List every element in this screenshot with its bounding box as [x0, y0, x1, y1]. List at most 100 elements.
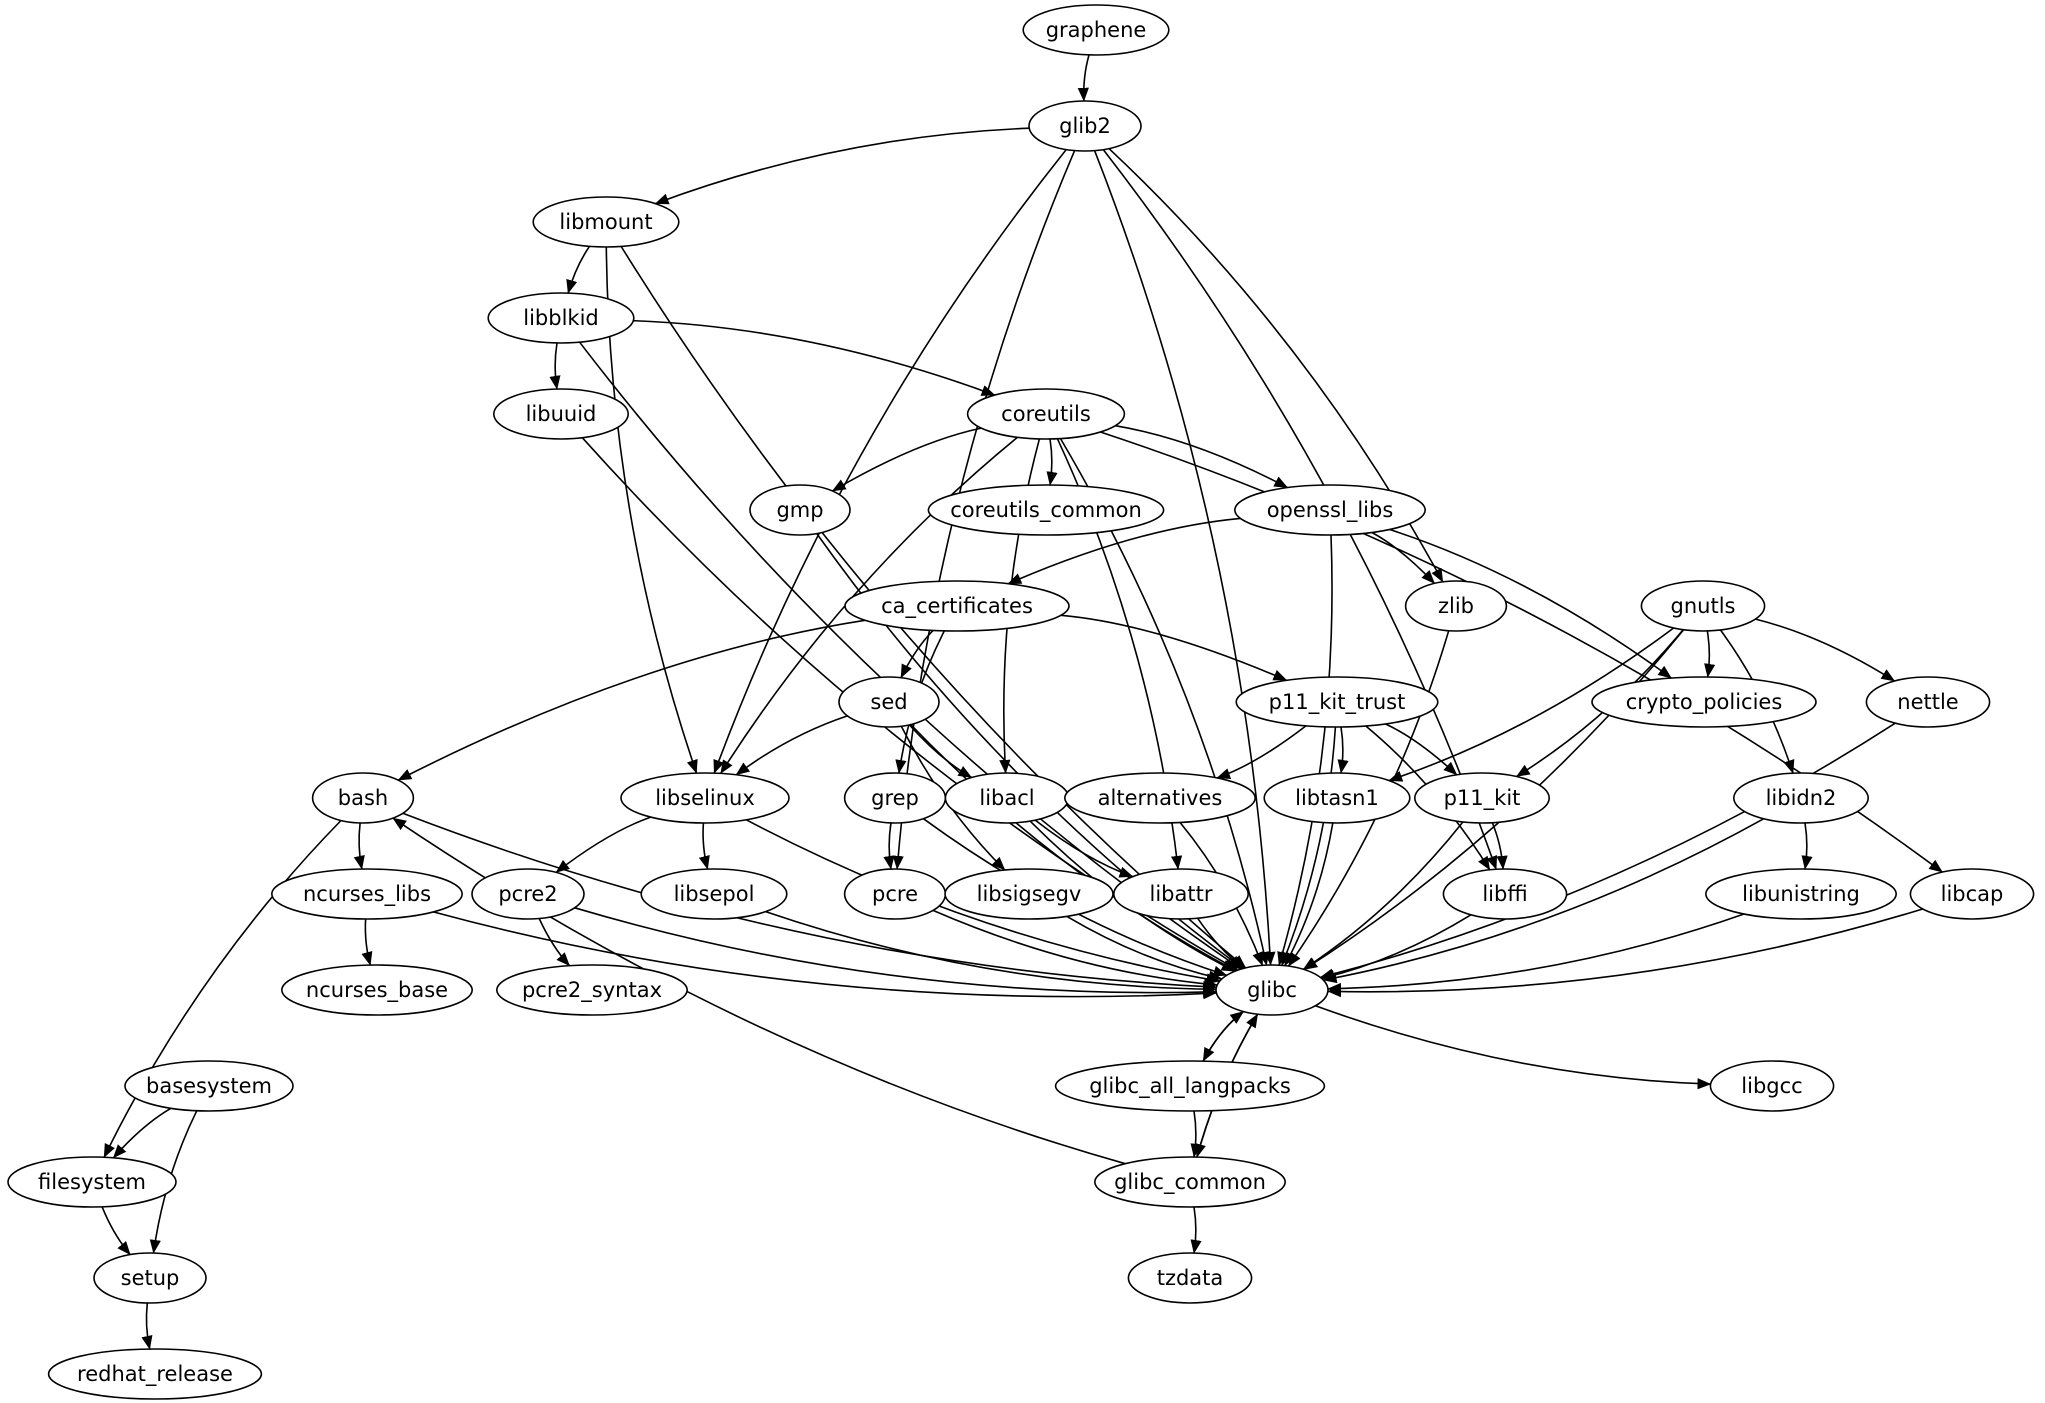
node-label: libuuid — [526, 402, 597, 426]
node-glibc: glibc — [1215, 964, 1329, 1016]
node-ellipse — [1054, 1060, 1326, 1112]
node-libsigsegv: libsigsegv — [944, 868, 1114, 920]
edge-libidn2-libunistring — [1801, 822, 1813, 870]
node-label: libmount — [559, 210, 652, 234]
edge-glibc-glibc_all_langpacks — [1202, 1010, 1244, 1062]
edge-glibc_common-tzdata — [1190, 1206, 1202, 1254]
node-ellipse — [492, 388, 629, 440]
node-label: ca_certificates — [881, 594, 1033, 619]
node-gnutls: gnutls — [1640, 580, 1766, 632]
node-graphene: graphene — [1022, 4, 1170, 56]
node-label: zlib — [1438, 594, 1474, 618]
node-ellipse — [640, 868, 788, 920]
node-label: setup — [121, 1266, 180, 1290]
node-nettle: nettle — [1865, 676, 1991, 728]
node-p11_kit: p11_kit — [1414, 772, 1551, 824]
node-bash: bash — [311, 772, 415, 824]
node-ellipse — [47, 1348, 263, 1400]
node-ellipse — [311, 772, 415, 824]
node-ellipse — [1709, 1060, 1835, 1112]
node-label: libacl — [979, 786, 1034, 810]
edge-openssl_libs-glibc — [1277, 534, 1333, 966]
edge-p11_kit_trust-libtasn1 — [1337, 726, 1349, 774]
node-ellipse — [1705, 868, 1898, 920]
edge-setup-redhat_release — [141, 1302, 153, 1350]
node-libidn2: libidn2 — [1733, 772, 1870, 824]
node-coreutils_common: coreutils_common — [927, 484, 1165, 536]
edge-openssl_libs-crypto_policies — [1389, 528, 1672, 679]
node-glibc_all_langpacks: glibc_all_langpacks — [1054, 1060, 1326, 1112]
edge-sed-libselinux — [735, 715, 848, 776]
node-p11_kit_trust: p11_kit_trust — [1235, 676, 1439, 728]
node-ellipse — [1215, 964, 1329, 1016]
node-label: p11_kit_trust — [1269, 690, 1406, 715]
node-ellipse — [93, 1252, 207, 1304]
node-label: glibc_all_langpacks — [1089, 1074, 1291, 1099]
node-ellipse — [280, 964, 473, 1016]
node-label: libidn2 — [1766, 786, 1837, 810]
node-libuuid: libuuid — [492, 388, 629, 440]
node-sed: sed — [838, 676, 940, 728]
edge-p11_kit_trust-alternatives — [1216, 725, 1307, 779]
node-zlib: zlib — [1404, 580, 1508, 632]
edge-pcre2-pcre2_syntax — [538, 918, 571, 967]
node-label: libtasn1 — [1295, 786, 1379, 810]
edge-libffi-glibc — [1320, 914, 1472, 981]
edge-coreutils-gmp — [831, 427, 982, 492]
node-ellipse — [1022, 4, 1170, 56]
edge-grep-pcre — [883, 822, 895, 870]
node-ellipse — [1404, 580, 1508, 632]
node-label: gmp — [776, 498, 823, 522]
node-label: libattr — [1150, 882, 1213, 906]
node-ncurses_base: ncurses_base — [280, 964, 473, 1016]
edge-libsigsegv-glibc — [1066, 915, 1223, 982]
edge-libcap-glibc — [1327, 908, 1923, 998]
edge-coreutils-openssl_libs — [1115, 424, 1289, 489]
node-ellipse — [1094, 1156, 1287, 1208]
node-ellipse — [1127, 1252, 1253, 1304]
edge-openssl_libs-ca_certificates — [1007, 517, 1241, 585]
node-setup: setup — [93, 1252, 207, 1304]
node-ellipse — [1733, 772, 1870, 824]
node-ellipse — [7, 1156, 177, 1208]
edge-libselinux-glibc — [745, 819, 1221, 985]
node-label: glibc — [1247, 978, 1297, 1002]
node-alternatives: alternatives — [1064, 772, 1257, 824]
node-label: crypto_policies — [1626, 690, 1783, 715]
node-label: redhat_release — [77, 1362, 233, 1387]
edge-ca_certificates-p11_kit_trust — [1060, 614, 1288, 682]
node-label: openssl_libs — [1267, 498, 1394, 523]
node-ellipse — [495, 964, 688, 1016]
node-ellipse — [487, 292, 635, 344]
node-libmount: libmount — [532, 196, 680, 248]
edge-p11_kit-glibc — [1302, 821, 1464, 970]
node-label: nettle — [1897, 690, 1958, 714]
node-label: libcap — [1941, 882, 2004, 906]
edge-libtasn1-glibc — [1284, 822, 1334, 967]
edge-libblkid-libuuid — [549, 342, 561, 390]
edge-pcre-glibc — [932, 909, 1218, 990]
edge-ncurses_libs-ncurses_base — [361, 918, 373, 966]
node-ca_certificates: ca_certificates — [844, 580, 1070, 632]
node-label: glibc_common — [1114, 1170, 1266, 1195]
node-label: libselinux — [655, 786, 755, 810]
edge-p11_kit-libffi — [1491, 822, 1508, 870]
edge-filesystem-setup — [101, 1206, 131, 1256]
edge-ca_certificates-sed — [900, 629, 934, 679]
node-ellipse — [1028, 100, 1142, 152]
node-tzdata: tzdata — [1127, 1252, 1253, 1304]
node-ellipse — [1263, 772, 1411, 824]
edge-libselinux-libsepol — [698, 822, 710, 870]
node-libffi: libffi — [1442, 868, 1568, 920]
node-openssl_libs: openssl_libs — [1234, 484, 1427, 536]
node-label: coreutils_common — [950, 498, 1142, 523]
node-label: alternatives — [1098, 786, 1223, 810]
node-crypto_policies: crypto_policies — [1591, 676, 1817, 728]
node-ellipse — [1442, 868, 1568, 920]
node-ellipse — [532, 196, 680, 248]
edge-sed-glibc — [910, 723, 1237, 972]
node-glibc_common: glibc_common — [1094, 1156, 1287, 1208]
edge-bash-glibc — [402, 812, 1217, 993]
